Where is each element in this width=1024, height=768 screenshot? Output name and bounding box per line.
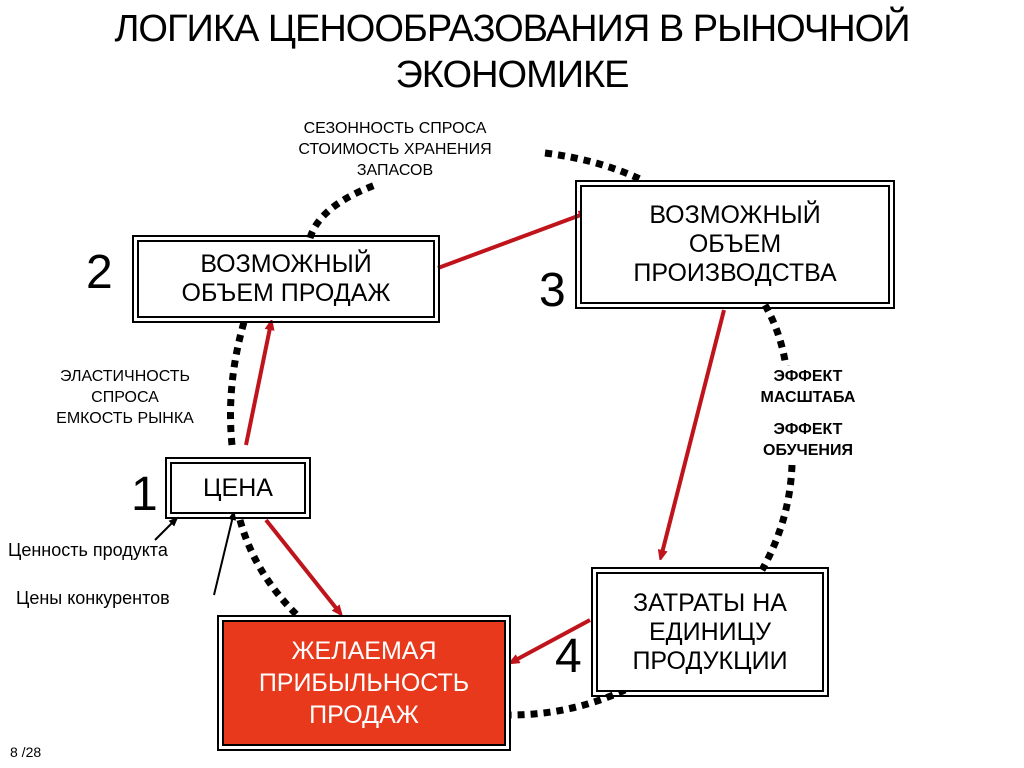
annotation-scale-effect: ЭФФЕКТ МАСШТАБА — [738, 366, 878, 408]
annotation-seasonality: СЕЗОННОСТЬ СПРОСА СТОИМОСТЬ ХРАНЕНИЯ ЗАП… — [270, 118, 520, 181]
title-line-1: ЛОГИКА ЦЕНООБРАЗОВАНИЯ В РЫНОЧНОЙ — [114, 8, 910, 50]
page-title: ЛОГИКА ЦЕНООБРАЗОВАНИЯ В РЫНОЧНОЙ ЭКОНОМ… — [0, 6, 1024, 98]
annotation-elasticity-line-2: СПРОСА — [91, 389, 159, 406]
page-number: 8 /28 — [10, 744, 42, 760]
arrow-competitors-to-price — [213, 510, 237, 596]
dotted-path-price-profit — [236, 519, 303, 621]
node-profit-line-2: ПРИБЫЛЬНОСТЬ — [258, 669, 470, 697]
price-factor-competitor-prices: Цены конкурентов — [16, 588, 170, 608]
arrow-sales-to-production — [437, 213, 586, 270]
annotation-seasonality-line-3: ЗАПАСОВ — [356, 162, 434, 179]
annotation-elasticity-line-1: ЭЛАСТИЧНОСТЬ — [59, 368, 191, 385]
dotted-path-seasonality-left — [306, 180, 380, 240]
arrow-price-to-profit — [264, 518, 340, 613]
node-sales-volume-line-2: ОБЪЕМ ПРОДАЖ — [181, 279, 391, 307]
arrow-price-to-sales — [244, 323, 271, 446]
node-production-line-2: ОБЪЕМ — [688, 230, 782, 258]
node-profit-line-3: ПРОДАЖ — [309, 701, 419, 729]
annotation-learning-line-2: ОБУЧЕНИЯ — [763, 442, 853, 459]
node-number-3: 3 — [539, 264, 566, 317]
node-production-volume: ВОЗМОЖНЫЙ ОБЪЕМ ПРОИЗВОДСТВА — [575, 180, 895, 309]
annotation-seasonality-line-2: СТОИМОСТЬ ХРАНЕНИЯ — [298, 141, 492, 158]
node-production-line-3: ПРОИЗВОДСТВА — [633, 259, 837, 287]
dotted-path-scale — [761, 303, 792, 386]
arrow-costs-to-profit — [512, 618, 591, 662]
node-costs-line-2: ЕДИНИЦУ — [649, 617, 771, 646]
arrow-value-to-price — [154, 516, 179, 541]
annotation-elasticity: ЭЛАСТИЧНОСТЬ СПРОСА ЕМКОСТЬ РЫНКА — [20, 366, 230, 429]
node-costs-line-1: ЗАТРАТЫ НА — [633, 588, 787, 617]
node-sales-volume: ВОЗМОЖНЫЙ ОБЪЕМ ПРОДАЖ — [132, 235, 440, 323]
annotation-seasonality-line-1: СЕЗОННОСТЬ СПРОСА — [303, 120, 487, 137]
arrow-production-to-costs — [661, 309, 726, 557]
dotted-path-seasonality-right — [544, 149, 644, 184]
dotted-path-learning — [758, 464, 796, 572]
annotation-elasticity-line-3: ЕМКОСТЬ РЫНКА — [56, 410, 194, 427]
annotation-learning-effect: ЭФФЕКТ ОБУЧЕНИЯ — [738, 419, 878, 461]
node-unit-costs: ЗАТРАТЫ НА ЕДИНИЦУ ПРОДУКЦИИ — [591, 567, 829, 697]
title-line-2: ЭКОНОМИКЕ — [395, 54, 629, 96]
annotation-scale-line-2: МАСШТАБА — [760, 389, 856, 406]
node-number-2: 2 — [86, 246, 113, 299]
node-number-4: 4 — [555, 630, 582, 683]
node-price: ЦЕНА — [165, 457, 311, 519]
node-profit-line-1: ЖЕЛАЕМАЯ — [291, 637, 437, 665]
node-costs-line-3: ПРОДУКЦИИ — [632, 646, 788, 675]
node-number-1: 1 — [131, 468, 158, 521]
annotation-scale-line-1: ЭФФЕКТ — [773, 368, 843, 385]
price-factor-product-value: Ценность продукта — [8, 540, 168, 560]
node-production-line-1: ВОЗМОЖНЫЙ — [649, 201, 821, 229]
node-desired-profitability: ЖЕЛАЕМАЯ ПРИБЫЛЬНОСТЬ ПРОДАЖ — [217, 615, 511, 751]
node-price-label: ЦЕНА — [203, 473, 273, 502]
dotted-path-costs-profit — [509, 686, 627, 719]
dotted-path-elasticity — [227, 321, 248, 446]
annotation-learning-line-1: ЭФФЕКТ — [773, 421, 843, 438]
node-sales-volume-line-1: ВОЗМОЖНЫЙ — [200, 250, 372, 278]
